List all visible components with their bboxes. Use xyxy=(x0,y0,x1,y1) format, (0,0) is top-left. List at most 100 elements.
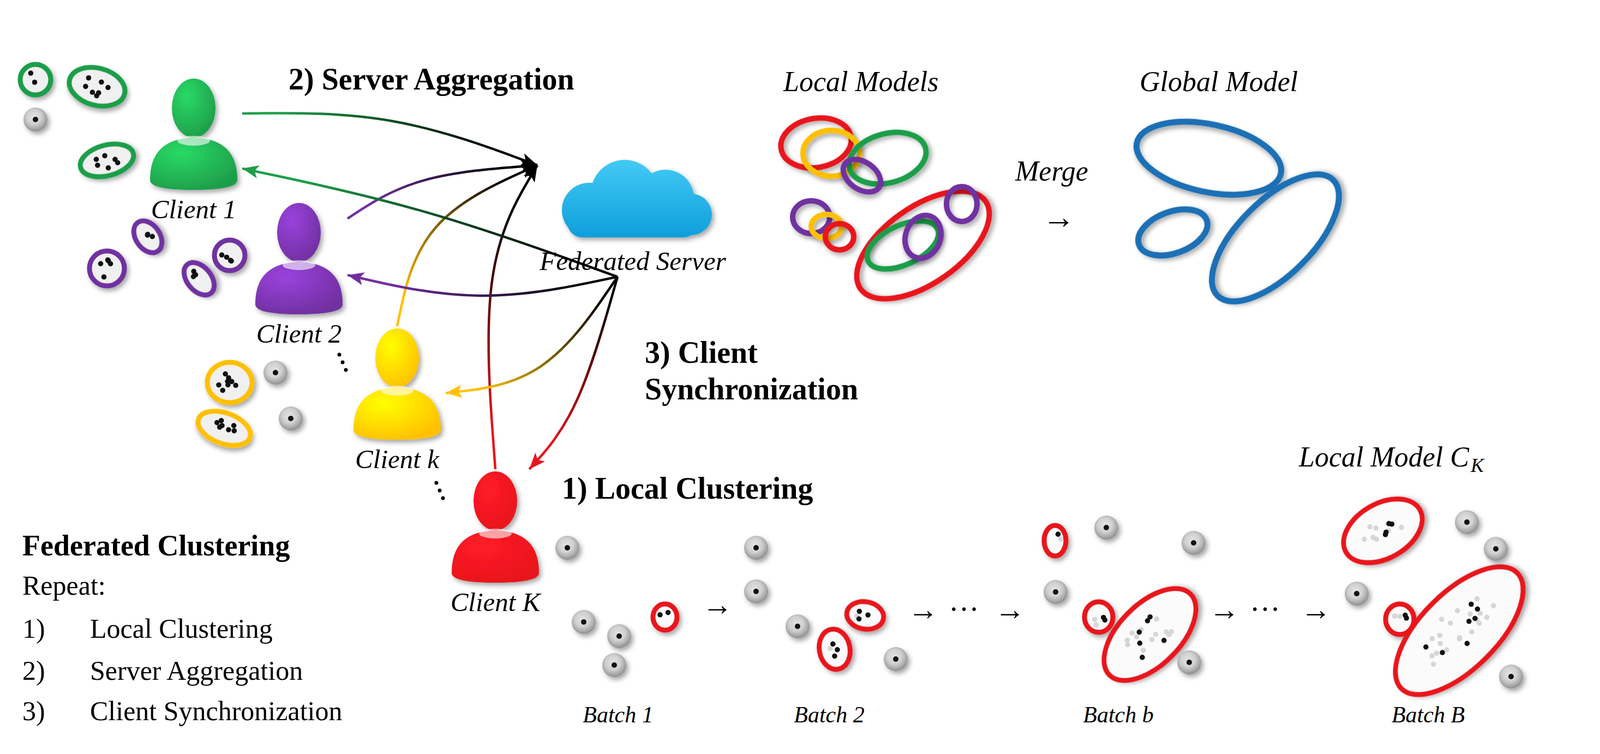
data-point xyxy=(1148,635,1156,644)
noise-point xyxy=(1499,664,1524,689)
cluster-outline xyxy=(899,210,948,263)
person-shape xyxy=(147,76,241,191)
data-point xyxy=(1483,613,1491,622)
local-model-ring xyxy=(838,169,1008,320)
data-point xyxy=(98,260,104,267)
arrow-glyph: → xyxy=(907,591,939,628)
batch-cluster xyxy=(652,603,677,631)
data-point xyxy=(1152,630,1160,639)
data-point xyxy=(856,608,863,615)
step-heading: 3) Client Synchronization xyxy=(644,334,907,408)
flow-arrow xyxy=(397,165,538,327)
person-head xyxy=(473,471,518,531)
data-point xyxy=(1455,633,1464,642)
ellipsis-glyph: ··· xyxy=(1249,591,1281,628)
flow-arrow xyxy=(242,112,538,165)
point-ball xyxy=(555,535,580,560)
data-point xyxy=(98,79,105,86)
noise-point xyxy=(602,652,627,677)
noise-point xyxy=(1483,536,1508,561)
cluster-outline xyxy=(1087,572,1213,697)
node-text-block: Federated Server xyxy=(537,155,729,277)
ellipsis-dot xyxy=(337,352,342,357)
noise-point xyxy=(744,579,769,604)
point-core xyxy=(1052,589,1059,595)
cloud-base xyxy=(567,207,699,238)
data-point xyxy=(1388,520,1396,528)
noise-point xyxy=(555,535,580,560)
person-head xyxy=(171,78,216,138)
batch-cluster xyxy=(1087,572,1213,697)
data-point xyxy=(1428,634,1436,643)
data-point xyxy=(1136,639,1144,647)
person-icon xyxy=(451,471,539,583)
client-node: Client K xyxy=(446,469,544,618)
data-point xyxy=(1436,631,1444,640)
flow-arrow xyxy=(347,274,618,296)
noise-point xyxy=(607,624,632,649)
data-point xyxy=(105,257,111,263)
cluster-outline xyxy=(844,598,886,632)
data-point xyxy=(834,646,841,653)
point-ball xyxy=(744,579,769,604)
node-text-block: Client 2 xyxy=(250,200,348,350)
data-point xyxy=(28,70,34,76)
data-point xyxy=(1467,600,1476,609)
point-core xyxy=(1186,659,1192,665)
data-point xyxy=(657,612,663,618)
cluster-outline xyxy=(20,64,51,95)
data-point xyxy=(94,162,101,169)
flow-arrow xyxy=(445,276,618,393)
data-point xyxy=(1463,639,1472,648)
data-point xyxy=(1437,615,1446,623)
data-point xyxy=(1055,531,1062,537)
flow-arrow xyxy=(529,276,618,470)
noise-point xyxy=(1094,515,1119,540)
data-point xyxy=(1372,524,1380,532)
noise-point xyxy=(23,107,48,132)
cluster-outline xyxy=(177,256,220,301)
data-point xyxy=(1160,636,1168,645)
point-core xyxy=(753,588,759,595)
data-point xyxy=(1153,615,1161,623)
client-cluster xyxy=(76,138,137,183)
point-core xyxy=(611,662,617,668)
cluster-outline xyxy=(816,626,854,673)
cluster-outline xyxy=(946,186,978,222)
data-point xyxy=(101,152,109,160)
data-point xyxy=(865,612,872,619)
data-point xyxy=(1466,610,1474,619)
data-point xyxy=(831,652,838,659)
point-ball xyxy=(883,646,908,671)
model-caption: Local Model C xyxy=(1298,440,1470,475)
person-shape xyxy=(252,200,346,316)
ellipsis-dot xyxy=(344,368,349,373)
noise-point xyxy=(744,535,769,560)
cluster-outline xyxy=(76,138,137,183)
arrow-glyph: → xyxy=(1042,197,1076,237)
point-ball xyxy=(1181,530,1206,555)
data-point xyxy=(225,426,232,434)
subscript: K xyxy=(1470,453,1484,478)
point-ball xyxy=(607,624,632,649)
data-point xyxy=(1135,628,1144,637)
data-point xyxy=(1165,630,1173,639)
batch-cluster xyxy=(1374,545,1544,716)
point-core xyxy=(753,544,759,551)
noise-point xyxy=(1454,510,1479,535)
data-point xyxy=(1392,613,1398,619)
batch-cluster xyxy=(1084,601,1113,633)
local-models xyxy=(776,112,1008,320)
client-node: Client 2 xyxy=(250,200,348,350)
step-number: 2) xyxy=(22,654,46,687)
client-cluster xyxy=(193,404,255,453)
data-point xyxy=(111,156,119,163)
cluster-outline xyxy=(89,250,125,286)
client-cluster xyxy=(20,64,51,95)
batch-cluster xyxy=(816,626,854,673)
data-point xyxy=(1373,535,1381,543)
data-point xyxy=(224,254,230,261)
point-core xyxy=(272,369,279,376)
local-model-ring xyxy=(899,210,948,263)
data-point xyxy=(232,382,239,389)
